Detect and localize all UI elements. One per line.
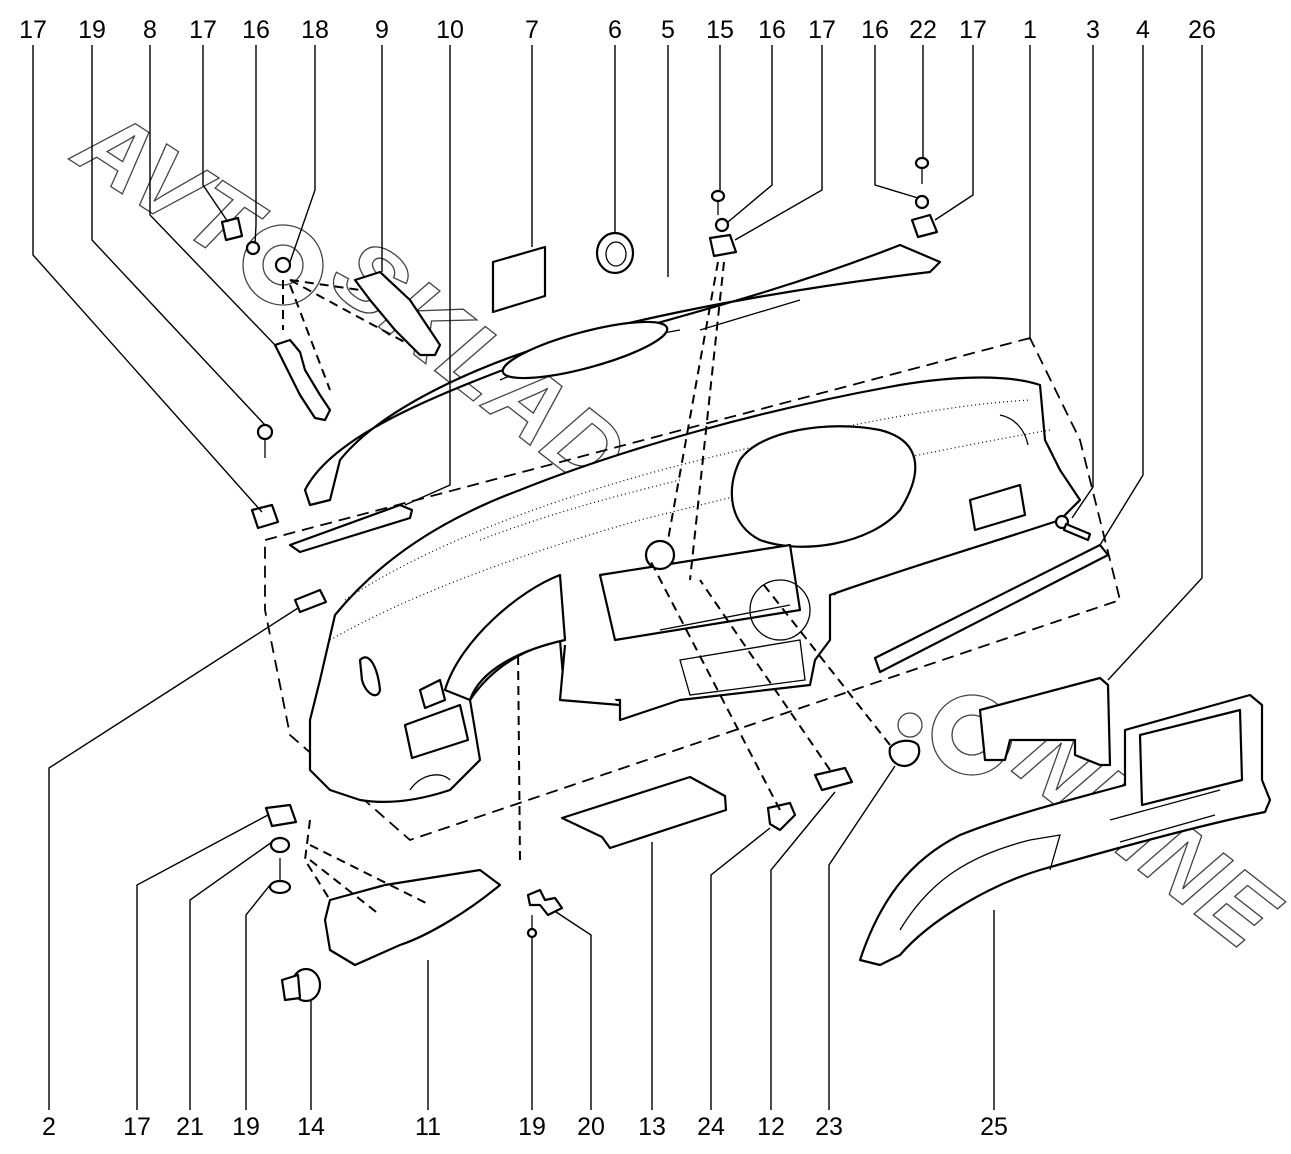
callout-7: 7 xyxy=(525,16,539,44)
part-10-trim-rail xyxy=(288,503,414,554)
part-7-pad xyxy=(491,245,547,314)
leader-lines-top xyxy=(32,45,1203,681)
part-24-triangle-cap xyxy=(766,801,797,832)
left-vent xyxy=(403,703,470,760)
callout-17: 17 xyxy=(808,16,836,44)
callout-2: 2 xyxy=(42,1113,56,1141)
part-16-washer-b xyxy=(714,217,730,233)
assembly-arrows xyxy=(282,261,891,916)
watermark-avt: AVT xyxy=(57,87,282,285)
callout-17: 17 xyxy=(189,16,217,44)
callout-1: 1 xyxy=(1023,16,1037,44)
callout-16: 16 xyxy=(758,16,786,44)
callout-21: 21 xyxy=(176,1113,204,1141)
callout-24: 24 xyxy=(697,1113,725,1141)
part-17-nut-clip-a xyxy=(220,216,244,242)
part-8-bracket xyxy=(273,338,332,422)
part-12-clip xyxy=(813,766,854,792)
callout-8: 8 xyxy=(143,16,157,44)
callout-26: 26 xyxy=(1188,16,1216,44)
callout-16: 16 xyxy=(861,16,889,44)
right-vent xyxy=(968,483,1027,532)
callout-12: 12 xyxy=(757,1113,785,1141)
part-13-shelf-cover xyxy=(560,775,728,850)
callout-10: 10 xyxy=(436,16,464,44)
callout-labels-top: 17 19 8 17 16 18 9 10 7 6 5 15 16 17 16 … xyxy=(19,16,1216,44)
callout-18: 18 xyxy=(301,16,329,44)
callout-4: 4 xyxy=(1136,16,1150,44)
part-23-cover-cap xyxy=(888,739,921,768)
callout-25: 25 xyxy=(980,1113,1008,1141)
part-22-screw xyxy=(914,156,930,184)
callout-9: 9 xyxy=(375,16,389,44)
callout-23: 23 xyxy=(815,1113,843,1141)
callout-22: 22 xyxy=(909,16,937,44)
callout-17: 17 xyxy=(19,16,47,44)
part-14-cap xyxy=(280,967,322,1003)
defroster-grille xyxy=(501,320,669,380)
callout-6: 6 xyxy=(608,16,622,44)
part-20-clip xyxy=(526,888,564,917)
callout-3: 3 xyxy=(1086,16,1100,44)
clock-dial xyxy=(644,539,676,571)
part-21-washer xyxy=(269,836,291,854)
callout-13: 13 xyxy=(638,1113,666,1141)
dashboard-main-panel xyxy=(308,376,1082,804)
callout-19: 19 xyxy=(78,16,106,44)
callout-labels-bottom: 2 17 21 19 14 11 19 20 13 24 12 23 25 xyxy=(42,1113,1008,1141)
part-25-console-frame xyxy=(858,693,1272,967)
part-5-upper-cover xyxy=(303,243,942,507)
part-11-lower-shelf xyxy=(323,868,502,967)
callout-11: 11 xyxy=(415,1113,441,1141)
part-17-nut-clip-b xyxy=(250,503,280,530)
part-19-screw-c xyxy=(526,915,538,939)
callout-17: 17 xyxy=(959,16,987,44)
part-3-screw xyxy=(1054,514,1092,542)
part-15-screw xyxy=(710,189,726,215)
part-6-round-plug xyxy=(595,231,635,275)
part-19-screw-a xyxy=(256,423,274,458)
watermark-dot xyxy=(897,712,923,738)
leader-lines-bottom xyxy=(48,607,995,1110)
callout-16: 16 xyxy=(242,16,270,44)
glovebox-opening xyxy=(443,573,567,702)
part-26-side-panel xyxy=(978,676,1112,767)
part-17-nut-clip-c xyxy=(708,233,738,258)
callout-15: 15 xyxy=(706,16,734,44)
callout-19: 19 xyxy=(232,1113,260,1141)
part-4-trim-strip xyxy=(873,543,1110,674)
watermark-ring-o1 xyxy=(242,224,324,306)
cluster-opening xyxy=(730,425,917,548)
part-2-plug xyxy=(293,588,328,614)
callout-20: 20 xyxy=(577,1113,605,1141)
part-9-air-duct xyxy=(353,270,442,357)
part-19-screw-b xyxy=(268,858,292,895)
callout-14: 14 xyxy=(297,1113,325,1141)
callout-5: 5 xyxy=(661,16,675,44)
part-16-washer-c xyxy=(914,194,930,210)
part-18-screw xyxy=(274,256,292,274)
part-17-nut-clip-d xyxy=(910,213,939,239)
callout-19: 19 xyxy=(518,1113,546,1141)
part-16-washer-a xyxy=(245,240,261,256)
callout-17: 17 xyxy=(123,1113,151,1141)
part-17-nut-clip-e xyxy=(264,803,298,828)
